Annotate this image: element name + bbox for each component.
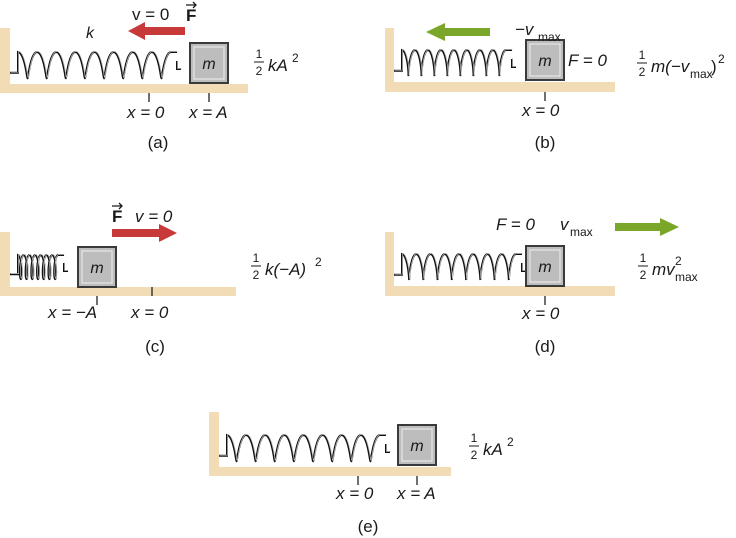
svg-text:v: v	[560, 215, 570, 234]
force-vector-mark-a	[186, 1, 197, 9]
svg-text:max: max	[675, 270, 698, 284]
svg-text:2: 2	[315, 255, 322, 269]
energy-label-c: 1 2 k(−A) 2	[251, 251, 322, 282]
panel-label-d: (d)	[535, 337, 556, 356]
position-label-c-0: x = −A	[47, 303, 97, 322]
mass-block-c: m	[77, 246, 117, 288]
position-label-e-1: x = A	[396, 484, 436, 503]
spring-b	[394, 48, 517, 77]
force-label-b: F = 0	[568, 51, 607, 70]
svg-text:1: 1	[639, 48, 646, 62]
velocity-arrow-d	[615, 218, 679, 236]
position-label-c-1: x = 0	[130, 303, 169, 322]
spring-coil-highlight	[10, 50, 182, 78]
position-label-a-1: x = A	[188, 103, 228, 122]
position-label-d-0: x = 0	[521, 304, 560, 323]
panel-label-c: (c)	[145, 337, 165, 356]
panel-a: m k v = 0 F x = 0 x = A (a) 1 2 kA 2	[0, 1, 299, 152]
energy-label-b: 1 2 m(−v max ) 2	[637, 48, 725, 81]
svg-text:max: max	[570, 225, 593, 239]
force-label-a: F	[186, 6, 196, 25]
svg-text:max: max	[690, 67, 713, 81]
energy-label-a: 1 2 kA 2	[254, 47, 299, 78]
wall-c	[0, 232, 236, 296]
force-arrow-c	[112, 224, 177, 242]
energy-label-e: 1 2 kA 2	[469, 431, 514, 462]
svg-text:k(−A): k(−A)	[265, 260, 306, 279]
svg-text:2: 2	[675, 254, 682, 268]
force-vector-mark-c	[112, 202, 123, 210]
velocity-label-a: v = 0	[132, 5, 169, 24]
mass-block-a: m	[189, 42, 229, 84]
svg-text:2: 2	[292, 51, 299, 65]
panel-label-b: (b)	[535, 133, 556, 152]
svg-text:mv: mv	[652, 260, 676, 279]
velocity-arrow-b	[426, 23, 490, 41]
panel-c: m F v = 0 x = −A x = 0 (c) 1 2 k(−A) 2	[0, 202, 322, 356]
svg-text:1: 1	[253, 251, 260, 265]
svg-text:2: 2	[253, 268, 260, 282]
spring-coil	[219, 433, 390, 463]
position-label-e-0: x = 0	[335, 484, 374, 503]
mass-block-e: m	[397, 424, 437, 466]
spring-e	[219, 433, 391, 463]
svg-text:1: 1	[640, 251, 647, 265]
svg-text:2: 2	[256, 64, 263, 78]
spring-coil	[10, 50, 181, 80]
wall-e	[209, 412, 451, 476]
spring-coil-highlight	[10, 253, 69, 279]
force-label-d: F = 0	[496, 215, 535, 234]
spring-d	[394, 252, 527, 281]
panel-label-a: (a)	[148, 133, 169, 152]
panel-label-e: (e)	[358, 517, 379, 536]
wall-b	[385, 28, 615, 92]
energy-label-d: 1 2 mv 2 max	[638, 251, 698, 284]
svg-text:m(−v: m(−v	[651, 57, 691, 76]
spring-c	[10, 253, 69, 281]
svg-text:m: m	[538, 259, 551, 276]
spring-constant-label: k	[86, 25, 95, 42]
svg-text:2: 2	[471, 448, 478, 462]
spring-coil-highlight	[219, 433, 391, 461]
svg-text:1: 1	[471, 431, 478, 445]
panel-e: m x = 0 x = A (e) 1 2 kA 2	[209, 412, 514, 536]
svg-text:): )	[711, 57, 717, 76]
svg-text:2: 2	[718, 52, 725, 66]
svg-text:kA: kA	[483, 440, 503, 459]
svg-text:m: m	[90, 260, 103, 277]
mass-label-a: m	[202, 56, 215, 73]
svg-text:2: 2	[639, 65, 646, 79]
mass-block-d: m	[525, 245, 565, 287]
position-label-b-0: x = 0	[521, 101, 560, 120]
svg-text:−v: −v	[515, 20, 535, 39]
spring-coil-highlight	[394, 48, 517, 76]
spring-coil	[10, 253, 68, 281]
spring-a	[10, 50, 182, 80]
mass-block-b: m	[525, 39, 565, 81]
force-arrow-a	[128, 22, 185, 40]
panel-d: m F = 0 v max x = 0 (d) 1 2 mv 2 max	[385, 215, 698, 356]
svg-text:kA: kA	[268, 56, 288, 75]
position-label-a-0: x = 0	[126, 103, 165, 122]
wall-a	[0, 28, 248, 93]
velocity-label-d: v max	[560, 215, 593, 239]
svg-text:m: m	[410, 438, 423, 455]
panel-b: m −v max F = 0 x = 0 (b) 1 2 m(−v max ) …	[385, 20, 725, 152]
velocity-label-c: v = 0	[135, 207, 173, 226]
svg-text:max: max	[538, 30, 561, 44]
svg-text:m: m	[538, 53, 551, 70]
force-label-c: F	[112, 207, 122, 226]
svg-text:2: 2	[507, 435, 514, 449]
velocity-label-b: −v max	[515, 20, 561, 44]
svg-text:1: 1	[256, 47, 263, 61]
wall-d	[385, 232, 615, 296]
svg-text:2: 2	[640, 268, 647, 282]
